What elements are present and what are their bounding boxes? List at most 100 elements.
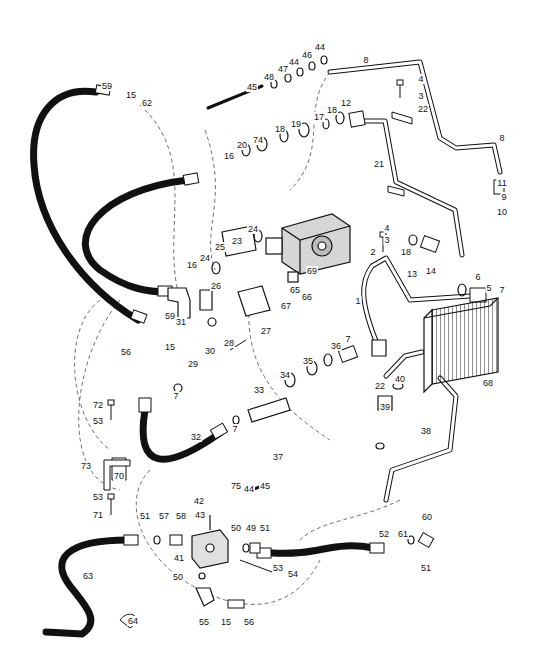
callout-number: 39 bbox=[379, 402, 391, 412]
hose-fitting bbox=[131, 310, 147, 323]
hydraulic-pump bbox=[282, 214, 350, 274]
callout-number: 64 bbox=[127, 616, 139, 626]
o-ring bbox=[309, 62, 315, 70]
o-ring bbox=[208, 318, 216, 326]
leader-line bbox=[300, 500, 400, 540]
callout-number: 9 bbox=[500, 192, 507, 202]
o-ring bbox=[243, 544, 249, 552]
callout-number: 4 bbox=[417, 74, 424, 84]
callout-number: 7 bbox=[344, 334, 351, 344]
o-ring bbox=[458, 284, 466, 296]
tube-clamp bbox=[392, 112, 412, 124]
steel-tube bbox=[386, 378, 456, 500]
callout-number: 2 bbox=[369, 247, 376, 257]
steel-tube bbox=[386, 352, 422, 376]
callout-number: 25 bbox=[214, 242, 226, 252]
callout-number: 38 bbox=[420, 426, 432, 436]
callout-number: 7 bbox=[498, 285, 505, 295]
elbow-fitting bbox=[168, 288, 392, 606]
steel-tube bbox=[386, 378, 456, 500]
steel-tube bbox=[330, 62, 500, 500]
tube-clamp bbox=[388, 186, 404, 196]
adapter-fitting bbox=[170, 535, 182, 545]
mount-bracket bbox=[104, 460, 130, 490]
callout-number: 53 bbox=[272, 563, 284, 573]
hydraulic-hose bbox=[85, 180, 188, 292]
hose-fitting bbox=[183, 173, 199, 185]
bolt bbox=[111, 499, 112, 515]
leader-line bbox=[290, 72, 330, 190]
callout-number: 31 bbox=[175, 317, 187, 327]
o-ring bbox=[154, 56, 466, 579]
callout-number: 13 bbox=[406, 269, 418, 279]
callout-number: 4 bbox=[383, 223, 390, 233]
leader-line bbox=[249, 300, 330, 440]
callout-number: 3 bbox=[383, 235, 390, 245]
hydraulic-pump bbox=[312, 236, 332, 256]
callout-number: 67 bbox=[280, 301, 292, 311]
callout-number: 59 bbox=[101, 81, 113, 91]
callout-number: 32 bbox=[190, 432, 202, 442]
bolt bbox=[108, 80, 403, 572]
callout-number: 44 bbox=[288, 57, 300, 67]
callout-number: 6 bbox=[474, 272, 481, 282]
o-ring bbox=[154, 536, 160, 544]
callout-number: 65 bbox=[289, 285, 301, 295]
callout-number: 41 bbox=[173, 553, 185, 563]
callout-number: 12 bbox=[340, 98, 352, 108]
callout-number: 17 bbox=[313, 112, 325, 122]
callout-number: 56 bbox=[243, 617, 255, 627]
callout-number: 8 bbox=[362, 55, 369, 65]
callout-number: 15 bbox=[164, 342, 176, 352]
callout-number: 70 bbox=[113, 471, 125, 481]
adapter-fitting bbox=[170, 111, 504, 553]
callout-number: 51 bbox=[259, 523, 271, 533]
callout-number: 27 bbox=[260, 326, 272, 336]
callout-number: 15 bbox=[220, 617, 232, 627]
oil-cooler bbox=[424, 298, 498, 318]
valve-block bbox=[192, 515, 228, 568]
o-ring bbox=[409, 235, 417, 245]
adapter-fitting bbox=[418, 533, 433, 548]
elbow-fitting bbox=[196, 588, 214, 606]
callout-number: 18 bbox=[274, 124, 286, 134]
split-flange bbox=[222, 226, 270, 316]
steel-tube bbox=[330, 62, 500, 172]
callout-number: 44 bbox=[314, 42, 326, 52]
callout-number: 63 bbox=[82, 571, 94, 581]
steel-tube bbox=[330, 62, 500, 172]
bolt bbox=[108, 494, 114, 499]
callout-number: 37 bbox=[272, 452, 284, 462]
callout-number: 21 bbox=[373, 159, 385, 169]
callout-number: 50 bbox=[172, 572, 184, 582]
leader-line bbox=[75, 72, 400, 604]
leader-line bbox=[75, 300, 110, 450]
bolt bbox=[240, 560, 272, 572]
o-ring bbox=[233, 416, 239, 424]
callout-number: 7 bbox=[172, 391, 179, 401]
callout-number: 16 bbox=[186, 260, 198, 270]
callout-number: 28 bbox=[223, 338, 235, 348]
callout-number: 69 bbox=[306, 266, 318, 276]
hydraulic-pump bbox=[318, 242, 326, 250]
callout-number: 72 bbox=[92, 400, 104, 410]
bolt bbox=[397, 80, 403, 85]
adapter-fitting bbox=[349, 111, 365, 127]
valve-block bbox=[206, 544, 214, 552]
callout-number: 44 bbox=[243, 484, 255, 494]
steel-tube bbox=[360, 121, 462, 255]
callout-number: 49 bbox=[245, 523, 257, 533]
callout-number: 52 bbox=[378, 529, 390, 539]
callout-number: 57 bbox=[158, 511, 170, 521]
callout-number: 58 bbox=[175, 511, 187, 521]
bolt bbox=[108, 400, 114, 405]
callout-number: 18 bbox=[326, 105, 338, 115]
callout-number: 26 bbox=[210, 281, 222, 291]
o-ring bbox=[297, 68, 303, 76]
bolt bbox=[111, 405, 112, 420]
o-ring bbox=[321, 56, 327, 64]
callout-number: 53 bbox=[92, 492, 104, 502]
mount-bracket bbox=[104, 460, 130, 490]
callout-number: 42 bbox=[193, 496, 205, 506]
elbow-fitting bbox=[248, 398, 290, 422]
